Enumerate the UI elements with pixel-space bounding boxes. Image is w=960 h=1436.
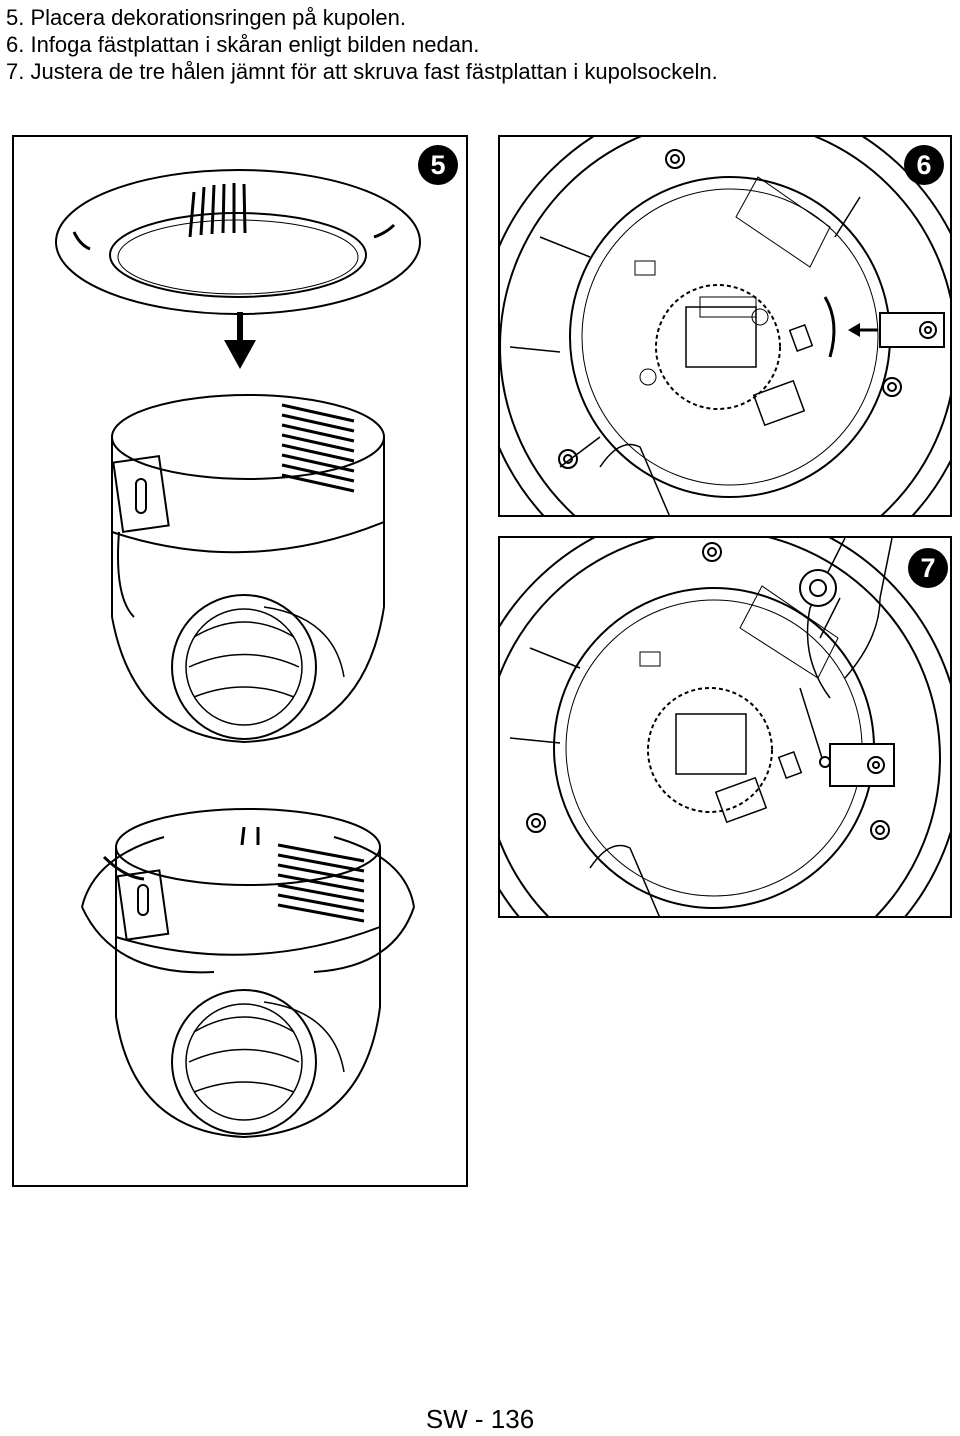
step-badge-7: 7: [908, 548, 948, 588]
step-badge-6: 6: [904, 145, 944, 185]
dome-camera-illustration: [55, 169, 421, 1139]
figure-panel-step-5: 5: [12, 135, 468, 1187]
step-badge-5: 5: [418, 145, 458, 185]
instruction-list: 5. Placera dekorationsringen på kupolen.…: [6, 4, 718, 85]
page-footer: SW - 136: [425, 1404, 535, 1434]
dome-base-illustration: [500, 137, 950, 515]
instruction-step-7: 7. Justera de tre hålen jämnt för att sk…: [6, 59, 718, 84]
screwing-illustration: [500, 538, 950, 916]
figure-panel-step-7: 7: [498, 536, 952, 918]
figure-panel-step-6: 6: [498, 135, 952, 517]
instruction-step-5: 5. Placera dekorationsringen på kupolen.: [6, 5, 406, 30]
instruction-step-6: 6. Infoga fästplattan i skåran enligt bi…: [6, 32, 480, 57]
